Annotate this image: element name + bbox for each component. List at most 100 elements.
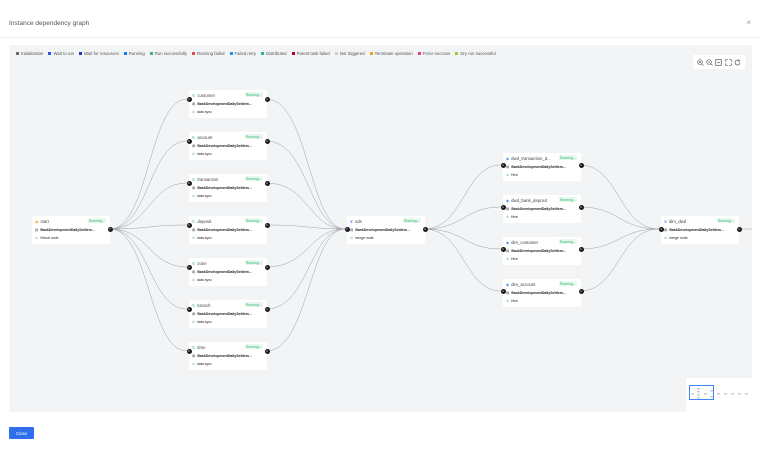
- graph-node-dwd-bank-deposit[interactable]: ◈dwd_bank_deposit Running... ▤BankDevelo…: [500, 195, 584, 223]
- node-name: account: [197, 135, 213, 140]
- graph-node-dim-customer[interactable]: ◈dim_customer Running... ▤BankDevelopmen…: [500, 237, 584, 265]
- virtual-node-icon: ◉: [35, 219, 39, 224]
- out-port[interactable]: 7: [107, 226, 113, 232]
- sync-icon: ↻: [192, 261, 196, 266]
- status-badge: Running...: [558, 239, 577, 244]
- in-port[interactable]: 1: [500, 162, 506, 168]
- in-port[interactable]: 1: [186, 138, 192, 144]
- status-badge: Running...: [244, 344, 263, 349]
- workflow-icon: ▤: [506, 249, 510, 253]
- in-port[interactable]: 4: [658, 226, 664, 232]
- out-port[interactable]: 1: [578, 204, 584, 210]
- node-name: customer: [197, 93, 216, 98]
- legend-label: Wait to run: [53, 51, 75, 56]
- workflow-icon: ▤: [35, 228, 39, 232]
- out-port[interactable]: 1: [578, 162, 584, 168]
- legend-swatch: [334, 52, 338, 55]
- sync-icon: ↻: [192, 93, 196, 98]
- legend-label: Parent task failed: [296, 51, 330, 56]
- node-type: data sync: [196, 362, 212, 366]
- in-port[interactable]: 1: [186, 348, 192, 354]
- graph-node-customer[interactable]: ↻customer Running... ▤BankDevelopmentDai…: [186, 90, 270, 118]
- in-port[interactable]: 1: [500, 246, 506, 252]
- out-port[interactable]: 1: [264, 96, 270, 102]
- legend-swatch: [261, 52, 265, 55]
- out-port[interactable]: 1: [264, 348, 270, 354]
- node-name: dim_customer: [511, 240, 539, 245]
- node-name: time: [197, 345, 206, 350]
- out-port[interactable]: 1: [578, 246, 584, 252]
- out-port[interactable]: 1: [578, 288, 584, 294]
- node-workflow: BankDevelopmentDailySettlem...: [40, 228, 95, 232]
- node-type: data sync: [196, 278, 212, 282]
- graph-minimap[interactable]: [686, 378, 752, 412]
- status-badge: Running...: [87, 218, 106, 223]
- graph-node-branch[interactable]: ↻branch Running... ▤BankDevelopmentDaily…: [186, 300, 270, 328]
- graph-node-ods[interactable]: ⊻ods Running... ▤BankDevelopmentDailySet…: [344, 216, 428, 244]
- legend-swatch: [291, 52, 295, 55]
- fullscreen-icon[interactable]: [724, 58, 732, 66]
- legend-item: Run successfully: [149, 51, 187, 56]
- graph-node-start[interactable]: ◉start Running... ▤BankDevelopmentDailyS…: [32, 216, 113, 244]
- node-workflow: BankDevelopmentDailySettlem...: [197, 228, 252, 232]
- node-type-icon: ⊙: [192, 110, 195, 114]
- workflow-icon: ▤: [192, 186, 196, 190]
- out-port[interactable]: 1: [264, 222, 270, 228]
- in-port[interactable]: 1: [500, 204, 506, 210]
- in-port[interactable]: 1: [186, 222, 192, 228]
- in-port[interactable]: 1: [186, 96, 192, 102]
- in-port[interactable]: 1: [500, 288, 506, 294]
- close-button[interactable]: Close: [9, 427, 34, 439]
- legend-label: Failed retry: [234, 51, 257, 56]
- graph-node-deposit[interactable]: ↻deposit Running... ▤BankDevelopmentDail…: [186, 216, 270, 244]
- node-type-icon: ⊙: [350, 236, 353, 240]
- legend-swatch: [455, 52, 459, 55]
- zoom-in-icon[interactable]: [697, 58, 705, 66]
- node-type-icon: ⊙: [192, 362, 195, 366]
- in-port[interactable]: 7: [344, 226, 350, 232]
- close-icon[interactable]: ×: [746, 18, 751, 27]
- in-port[interactable]: 1: [186, 264, 192, 270]
- dialog-header: Instance dependency graph ×: [0, 0, 760, 38]
- hive-icon: ◈: [506, 198, 510, 203]
- in-port[interactable]: 1: [186, 306, 192, 312]
- graph-node-dim-dwd[interactable]: ⊻dim_dwd Running... ▤BankDevelopmentDail…: [658, 216, 742, 244]
- node-workflow: BankDevelopmentDailySettlem...: [197, 312, 252, 316]
- out-port[interactable]: 1: [736, 226, 742, 232]
- graph-node-account[interactable]: ↻account Running... ▤BankDevelopmentDail…: [186, 132, 270, 160]
- legend-swatch: [192, 52, 196, 55]
- graph-node-zone[interactable]: ↻zone Running... ▤BankDevelopmentDailySe…: [186, 258, 270, 286]
- out-port[interactable]: 1: [264, 306, 270, 312]
- node-workflow: BankDevelopmentDailySettlem...: [197, 270, 252, 274]
- graph-node-transaction[interactable]: ↻transaction Running... ▤BankDevelopment…: [186, 174, 270, 202]
- minimap-viewport[interactable]: [689, 385, 714, 400]
- out-port[interactable]: 1: [264, 180, 270, 186]
- node-name: ods: [354, 219, 362, 224]
- node-type-icon: ⊙: [192, 278, 195, 282]
- fit-view-icon[interactable]: [715, 58, 723, 66]
- node-type: data sync: [196, 194, 212, 198]
- node-workflow: BankDevelopmentDailySettlem...: [197, 186, 252, 190]
- out-port[interactable]: 1: [264, 264, 270, 270]
- legend-label: Running: [128, 51, 145, 56]
- out-port[interactable]: 1: [264, 138, 270, 144]
- merge-icon: ⊻: [664, 219, 667, 224]
- zoom-out-icon[interactable]: [706, 58, 714, 66]
- graph-node-dim-account[interactable]: ◈dim_account Running... ▤BankDevelopment…: [500, 279, 584, 307]
- legend-swatch: [369, 52, 373, 55]
- in-port[interactable]: 1: [186, 180, 192, 186]
- legend-item: Wait for resources: [79, 51, 119, 56]
- refresh-icon[interactable]: [733, 58, 741, 66]
- node-type: merge node: [354, 236, 374, 240]
- status-badge: Running...: [558, 155, 577, 160]
- node-name: dwd_bank_deposit: [511, 198, 547, 203]
- legend-item: Not triggered: [334, 51, 365, 56]
- sync-icon: ↻: [192, 345, 196, 350]
- legend-label: Force success: [422, 51, 451, 56]
- node-workflow: BankDevelopmentDailySettlem...: [197, 102, 252, 106]
- graph-node-time[interactable]: ↻time Running... ▤BankDevelopmentDailySe…: [186, 342, 270, 370]
- out-port[interactable]: 4: [422, 226, 428, 232]
- workflow-icon: ▤: [350, 228, 354, 232]
- graph-node-dwd-transaction[interactable]: ◈dwd_transaction_d... Running... ▤BankDe…: [500, 153, 584, 181]
